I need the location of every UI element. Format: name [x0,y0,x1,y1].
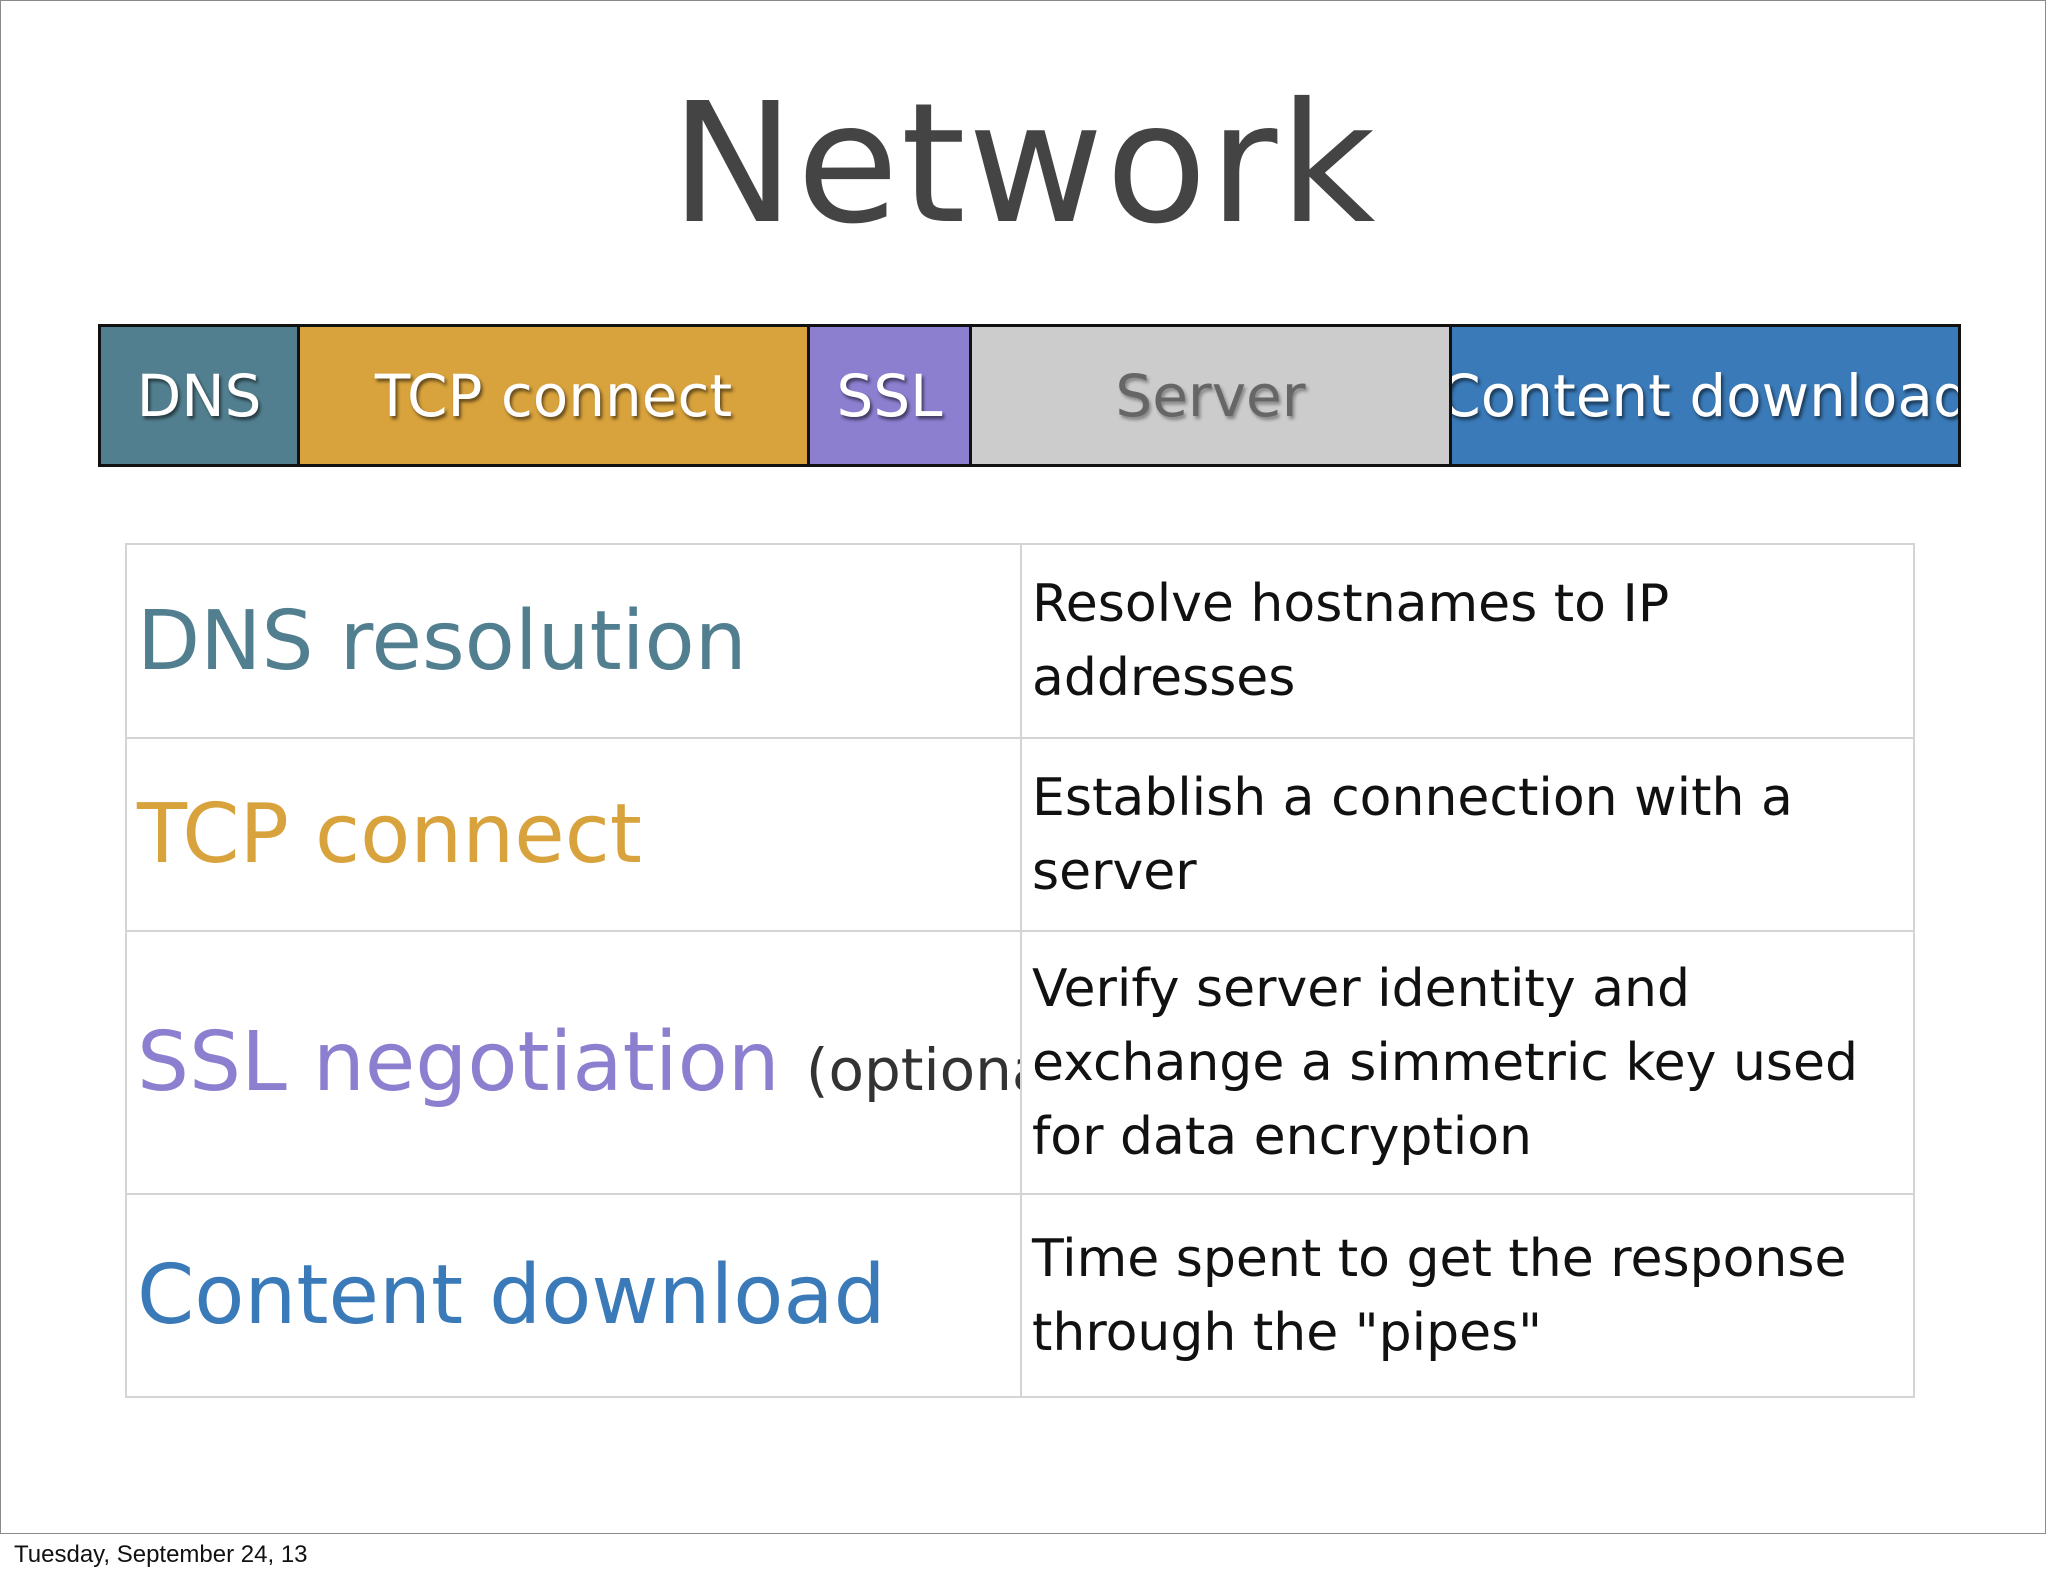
network-timeline-bar: DNS TCP connect SSL Server Content downl… [98,324,1961,467]
phase-description: Verify server identity and exchange a si… [1020,930,1915,1195]
phase-description: Time spent to get the response through t… [1020,1193,1915,1398]
phase-description: Resolve hostnames to IP addresses [1020,543,1915,739]
footer-date: Tuesday, September 24, 13 [14,1541,308,1568]
table-row: DNS resolution Resolve hostnames to IP a… [125,543,1915,739]
timeline-segment-content-download: Content download [1452,327,1958,464]
timeline-segment-ssl: SSL [810,327,972,464]
phase-term: TCP connect [137,787,642,882]
optional-note: (optional) [805,1036,1019,1104]
phase-term: Content download [137,1248,886,1343]
table-row: SSL negotiation (optional) Verify server… [125,930,1915,1195]
phase-term-cell: SSL negotiation (optional) [125,930,1022,1195]
timeline-segment-dns: DNS [101,327,300,464]
timeline-segment-tcp-connect: TCP connect [300,327,810,464]
phase-description: Establish a connection with a server [1020,737,1915,932]
table-row: TCP connect Establish a connection with … [125,737,1915,932]
slide-title: Network [670,68,1378,261]
network-phases-table: DNS resolution Resolve hostnames to IP a… [125,543,1915,1398]
phase-term: SSL negotiation [137,1015,780,1110]
phase-term-cell: DNS resolution [125,543,1022,739]
phase-term-cell: Content download [125,1193,1022,1398]
timeline-segment-server: Server [972,327,1452,464]
phase-term-cell: TCP connect [125,737,1022,932]
table-row: Content download Time spent to get the r… [125,1193,1915,1398]
phase-term: DNS resolution [137,593,747,689]
